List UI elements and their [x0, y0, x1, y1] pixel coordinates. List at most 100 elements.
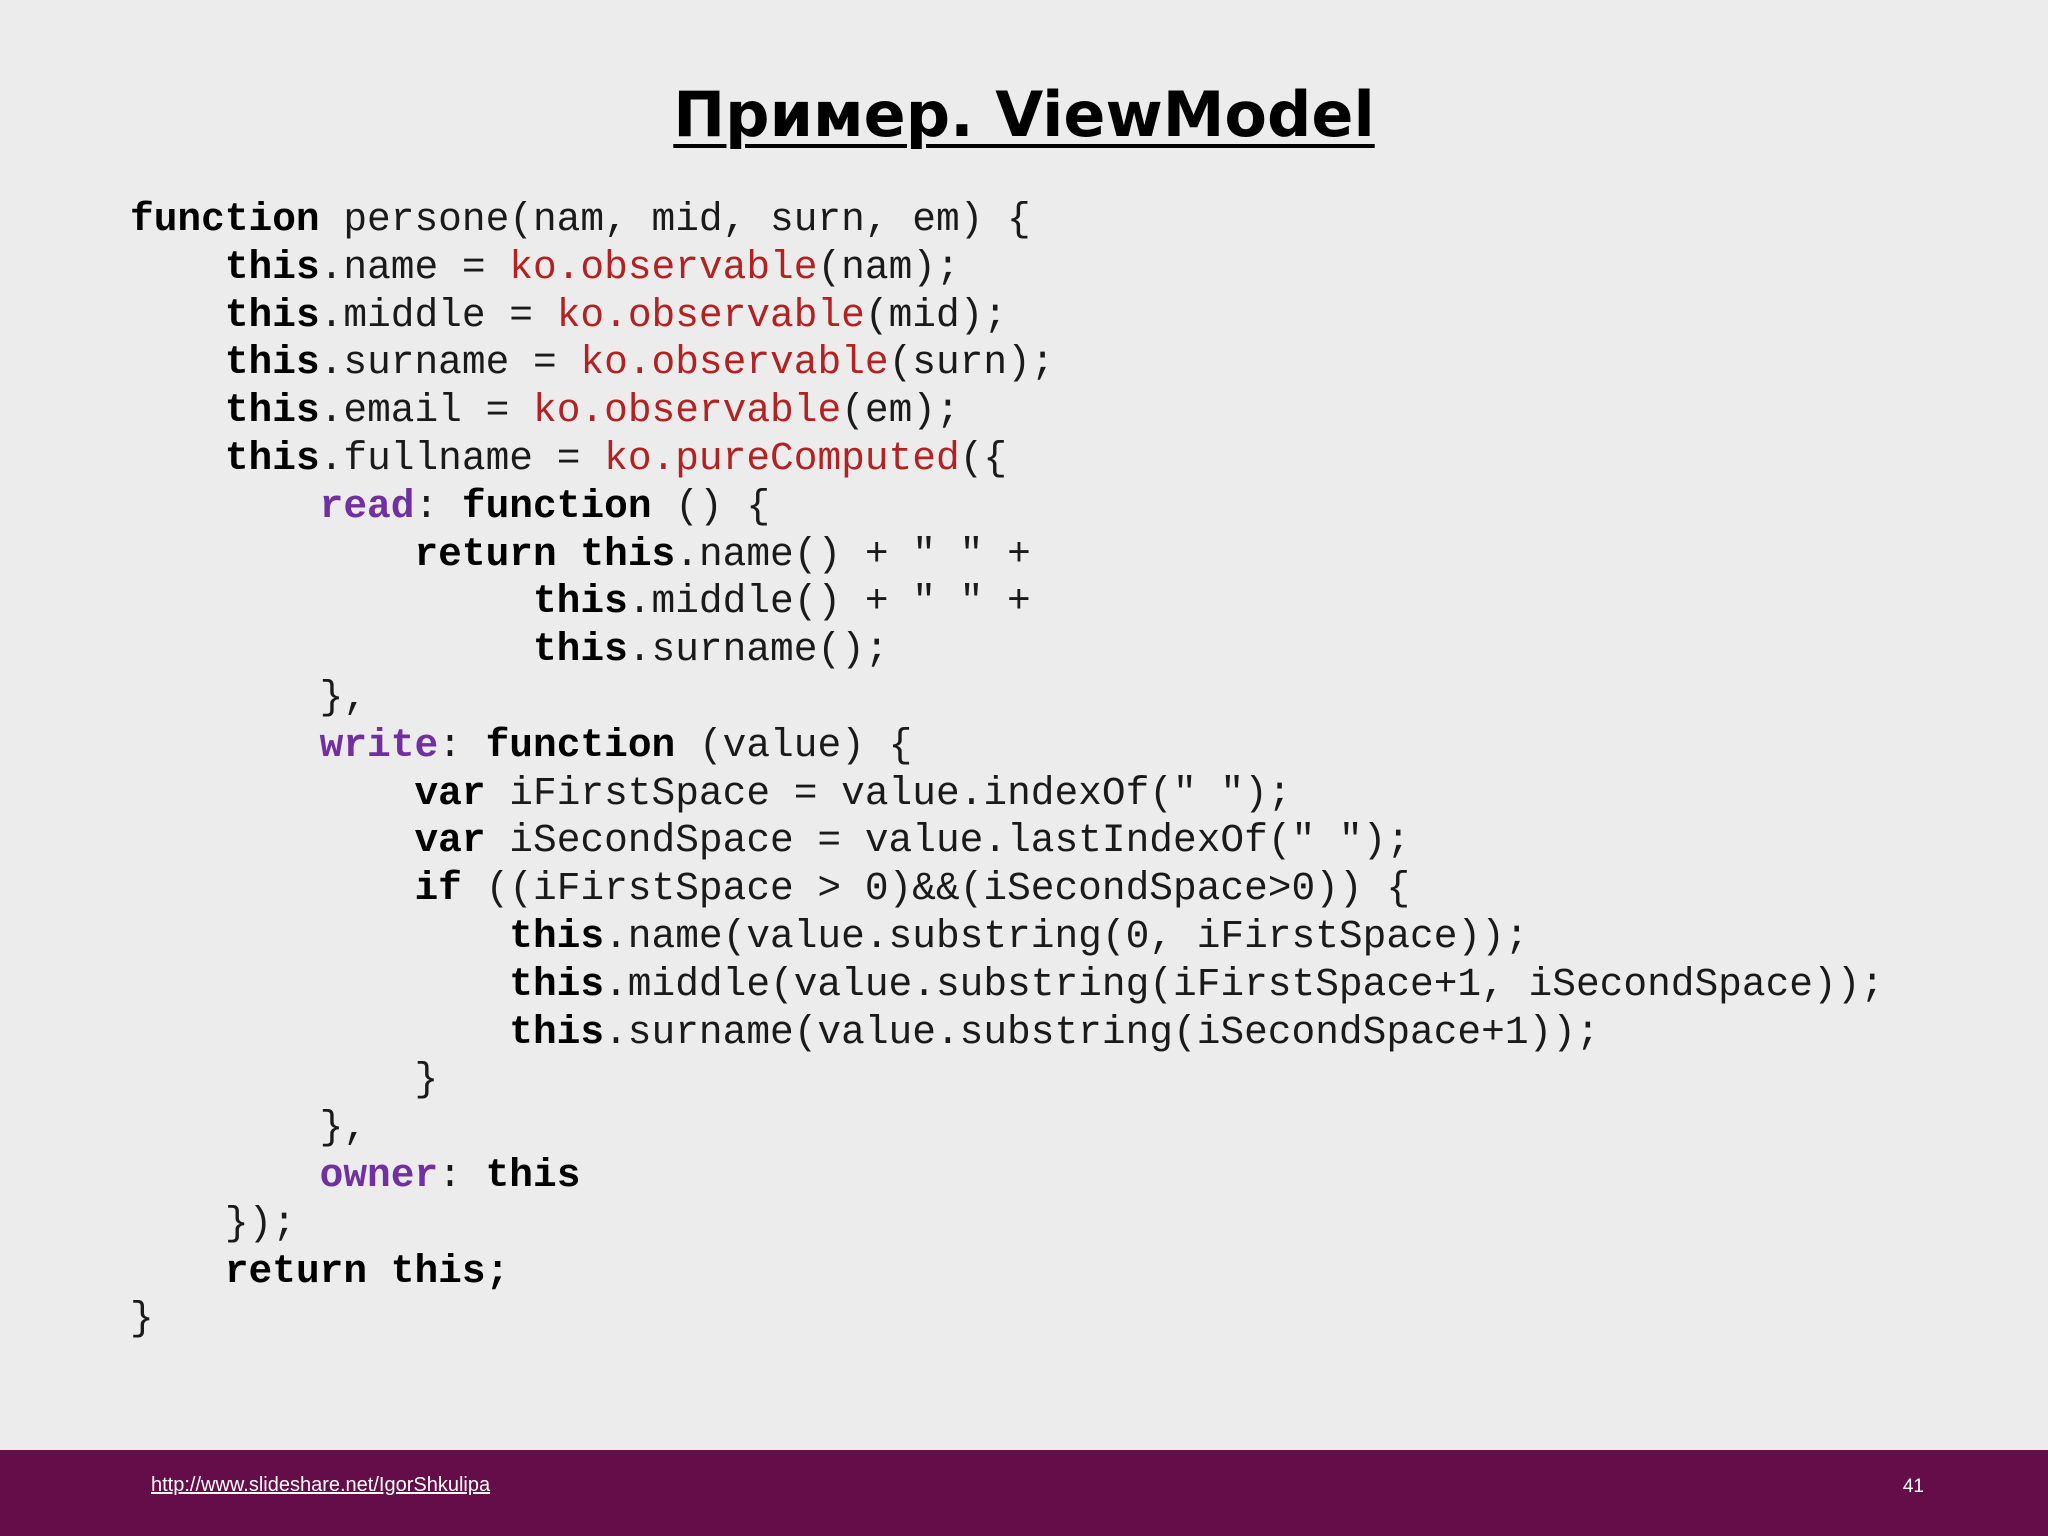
code-line: if ((iFirstSpace > 0)&&(iSecondSpace>0))… — [130, 865, 1884, 913]
code-text — [130, 914, 509, 959]
code-line: this.name = ko.observable(nam); — [130, 244, 1884, 292]
code-function-call: ko.observable — [509, 244, 818, 290]
code-function-call: ko.pureComputed — [604, 435, 960, 481]
code-property-key: write — [319, 722, 439, 768]
code-text: .surname(); — [627, 627, 889, 673]
code-text: }, — [130, 674, 368, 720]
code-keyword: function — [130, 197, 320, 242]
code-text — [130, 484, 320, 529]
code-keyword: this — [485, 1152, 581, 1198]
code-line: } — [130, 1056, 1884, 1104]
code-keyword: this — [224, 292, 320, 338]
code-line: this.middle = ko.observable(mid); — [130, 292, 1884, 340]
code-text — [130, 818, 414, 863]
code-text — [130, 293, 225, 338]
code-line: read: function () { — [130, 483, 1884, 531]
code-text: .name = — [319, 244, 510, 290]
footer-bar: http://www.slideshare.net/IgorShkulipa 4… — [0, 1450, 2048, 1536]
code-text: .name(value.substring(0, iFirstSpace)); — [604, 913, 1529, 959]
code-line: owner: this — [130, 1152, 1884, 1200]
code-block: function persone(nam, mid, surn, em) { t… — [130, 196, 1884, 1343]
code-keyword: var — [414, 818, 486, 864]
code-line: this.surname(value.substring(iSecondSpac… — [130, 1009, 1884, 1057]
code-keyword: this — [224, 435, 320, 481]
code-line: function persone(nam, mid, surn, em) { — [130, 196, 1884, 244]
code-text: .middle(value.substring(iFirstSpace+1, i… — [604, 961, 1885, 1007]
page-number: 41 — [1902, 1476, 1924, 1497]
code-line: }, — [130, 674, 1884, 722]
code-function-call: ko.observable — [533, 388, 842, 434]
code-text: : — [438, 1152, 486, 1198]
code-function-call: ko.observable — [580, 340, 889, 386]
code-text — [130, 627, 533, 672]
code-line: this.surname(); — [130, 626, 1884, 674]
code-text: (mid); — [864, 292, 1008, 338]
code-line: this.middle(value.substring(iFirstSpace+… — [130, 961, 1884, 1009]
code-keyword: function — [461, 483, 652, 529]
code-text: ({ — [959, 435, 1008, 481]
code-text — [130, 579, 533, 624]
code-text: .middle = — [319, 292, 557, 338]
code-line: var iFirstSpace = value.indexOf(" "); — [130, 770, 1884, 818]
code-line: this.surname = ko.observable(surn); — [130, 339, 1884, 387]
code-text: () { — [651, 483, 771, 529]
code-text: .surname = — [319, 340, 581, 386]
code-text: .fullname = — [319, 435, 605, 481]
code-text — [130, 388, 225, 433]
code-text: (em); — [841, 388, 960, 434]
code-keyword: this — [532, 627, 628, 673]
code-text — [557, 532, 581, 577]
code-text: persone(nam, mid, surn, em) { — [319, 197, 1031, 242]
code-text: .name() + " " + — [675, 531, 1031, 577]
code-text — [130, 1249, 225, 1294]
code-function-call: ko.observable — [556, 292, 865, 338]
code-line: var iSecondSpace = value.lastIndexOf(" "… — [130, 817, 1884, 865]
code-text: }); — [130, 1200, 296, 1246]
slide-title: Пример. ViewModel — [673, 78, 1375, 151]
code-property-key: read — [319, 483, 415, 529]
code-property-key: owner — [319, 1152, 439, 1198]
code-keyword: this — [532, 579, 628, 625]
code-text — [130, 436, 225, 481]
code-text — [130, 340, 225, 385]
code-line: this.name(value.substring(0, iFirstSpace… — [130, 913, 1884, 961]
code-line: write: function (value) { — [130, 722, 1884, 770]
code-text: }, — [130, 1105, 368, 1151]
code-keyword: this — [509, 913, 605, 959]
code-keyword: this — [224, 244, 320, 290]
code-text — [130, 1010, 509, 1055]
code-keyword: var — [414, 770, 486, 816]
code-text: iFirstSpace = value.indexOf(" "); — [485, 770, 1292, 816]
code-line: }, — [130, 1104, 1884, 1152]
code-line: this.fullname = ko.pureComputed({ — [130, 435, 1884, 483]
code-line: this.middle() + " " + — [130, 578, 1884, 626]
code-text: (surn); — [888, 340, 1055, 386]
code-text — [130, 962, 509, 1007]
code-line: }); — [130, 1200, 1884, 1248]
code-keyword: this — [509, 1009, 605, 1055]
code-keyword: function — [485, 722, 676, 768]
code-text: .middle() + " " + — [627, 579, 1031, 625]
code-keyword: if — [414, 866, 462, 912]
code-line: return this.name() + " " + — [130, 531, 1884, 579]
code-text — [130, 723, 320, 768]
code-keyword: this — [509, 961, 605, 1007]
code-text: } — [130, 1296, 154, 1342]
code-keyword: this — [224, 340, 320, 386]
code-text: .email = — [319, 388, 533, 434]
code-line: } — [130, 1295, 1884, 1343]
footer-link[interactable]: http://www.slideshare.net/IgorShkulipa — [151, 1474, 491, 1496]
code-text: (value) { — [675, 722, 913, 768]
code-text: (nam); — [817, 244, 960, 290]
code-text: : — [414, 483, 462, 529]
code-text: : — [438, 722, 486, 768]
code-line: return this; — [130, 1248, 1884, 1296]
code-text — [130, 771, 414, 816]
code-keyword: return — [414, 531, 557, 577]
code-text — [130, 245, 225, 290]
code-line: this.email = ko.observable(em); — [130, 387, 1884, 435]
code-text: } — [130, 1057, 439, 1103]
code-text — [130, 1153, 320, 1198]
code-text — [130, 866, 414, 911]
code-text — [130, 532, 414, 577]
